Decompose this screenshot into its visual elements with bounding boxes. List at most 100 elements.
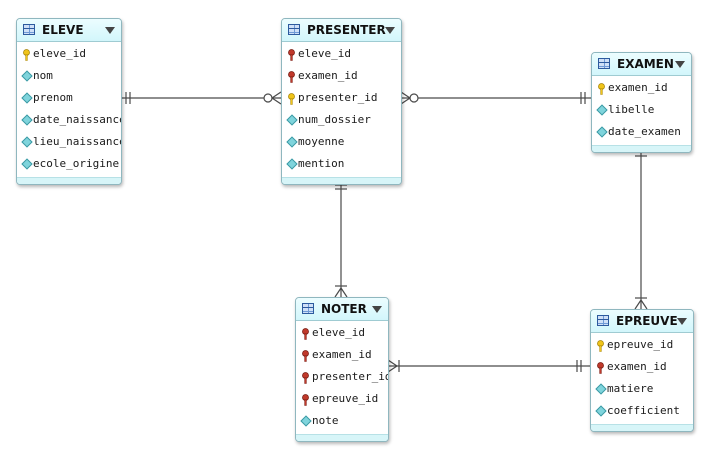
primary-key-icon bbox=[597, 83, 606, 95]
column-name: epreuve_id bbox=[607, 338, 674, 351]
column-icon bbox=[21, 136, 33, 148]
column-name: epreuve_id bbox=[312, 392, 379, 405]
column-icon bbox=[596, 126, 608, 138]
collapse-arrow-icon[interactable] bbox=[105, 27, 115, 34]
table-name: NOTER bbox=[321, 302, 367, 316]
foreign-key-icon bbox=[301, 350, 310, 362]
collapse-arrow-icon[interactable] bbox=[385, 27, 395, 34]
link-examen-epreuve[interactable] bbox=[634, 147, 648, 310]
column-row[interactable]: matiere bbox=[591, 378, 693, 400]
column-row[interactable]: presenter_id bbox=[282, 87, 401, 109]
collapse-arrow-icon[interactable] bbox=[677, 318, 687, 325]
column-row[interactable]: examen_id bbox=[591, 356, 693, 378]
column-name: coefficient bbox=[607, 404, 680, 417]
column-name: lieu_naissance bbox=[33, 135, 122, 148]
column-row[interactable]: date_examen bbox=[592, 121, 691, 143]
column-row[interactable]: ecole_origine bbox=[17, 153, 121, 175]
table-name: EPREUVE bbox=[616, 314, 678, 328]
table-footer bbox=[592, 145, 691, 152]
foreign-key-icon bbox=[596, 362, 605, 374]
column-icon bbox=[596, 104, 608, 116]
table-icon bbox=[302, 303, 314, 314]
foreign-key-icon bbox=[287, 71, 296, 83]
link-epreuve-noter[interactable] bbox=[387, 359, 590, 373]
column-icon bbox=[21, 158, 33, 170]
column-icon bbox=[286, 114, 298, 126]
table-header[interactable]: PRESENTER bbox=[282, 19, 401, 42]
table-footer bbox=[591, 424, 693, 431]
column-name: matiere bbox=[607, 382, 654, 395]
column-name: examen_id bbox=[298, 69, 358, 82]
table-icon bbox=[288, 24, 300, 35]
link-presenter-noter[interactable] bbox=[334, 180, 348, 298]
column-icon bbox=[286, 158, 298, 170]
column-row[interactable]: lieu_naissance bbox=[17, 131, 121, 153]
column-row[interactable]: eleve_id bbox=[17, 43, 121, 65]
table-header[interactable]: ELEVE bbox=[17, 19, 121, 42]
column-icon bbox=[286, 136, 298, 148]
column-row[interactable]: libelle bbox=[592, 99, 691, 121]
column-icon bbox=[21, 114, 33, 126]
table-header[interactable]: NOTER bbox=[296, 298, 388, 321]
table-footer bbox=[282, 177, 401, 184]
column-row[interactable]: prenom bbox=[17, 87, 121, 109]
column-row[interactable]: num_dossier bbox=[282, 109, 401, 131]
link-examen-presenter[interactable] bbox=[400, 91, 591, 105]
column-icon bbox=[595, 405, 607, 417]
column-row[interactable]: nom bbox=[17, 65, 121, 87]
primary-key-icon bbox=[596, 340, 605, 352]
column-row[interactable]: eleve_id bbox=[282, 43, 401, 65]
column-name: examen_id bbox=[312, 348, 372, 361]
column-row[interactable]: eleve_id bbox=[296, 322, 388, 344]
column-name: eleve_id bbox=[312, 326, 365, 339]
link-eleve-presenter[interactable] bbox=[121, 91, 282, 105]
collapse-arrow-icon[interactable] bbox=[372, 306, 382, 313]
column-name: examen_id bbox=[608, 81, 668, 94]
column-name: eleve_id bbox=[33, 47, 86, 60]
column-name: note bbox=[312, 414, 339, 427]
primary-key-icon bbox=[287, 93, 296, 105]
column-name: moyenne bbox=[298, 135, 345, 148]
column-row[interactable]: date_naissance bbox=[17, 109, 121, 131]
foreign-key-icon bbox=[287, 49, 296, 61]
column-name: mention bbox=[298, 157, 345, 170]
column-name: date_examen bbox=[608, 125, 681, 138]
column-name: date_naissance bbox=[33, 113, 122, 126]
primary-key-icon bbox=[22, 49, 31, 61]
column-row[interactable]: coefficient bbox=[591, 400, 693, 422]
collapse-arrow-icon[interactable] bbox=[675, 61, 685, 68]
column-name: ecole_origine bbox=[33, 157, 120, 170]
table-name: PRESENTER bbox=[307, 23, 386, 37]
column-row[interactable]: presenter_id bbox=[296, 366, 388, 388]
foreign-key-icon bbox=[301, 328, 310, 340]
column-row[interactable]: moyenne bbox=[282, 131, 401, 153]
column-row[interactable]: epreuve_id bbox=[296, 388, 388, 410]
table-footer bbox=[296, 434, 388, 441]
column-icon bbox=[21, 70, 33, 82]
column-row[interactable]: examen_id bbox=[296, 344, 388, 366]
table-icon bbox=[23, 24, 35, 35]
column-row[interactable]: mention bbox=[282, 153, 401, 175]
table-icon bbox=[597, 315, 609, 326]
foreign-key-icon bbox=[301, 394, 310, 406]
column-icon bbox=[21, 92, 33, 104]
column-row[interactable]: note bbox=[296, 410, 388, 432]
column-icon bbox=[595, 383, 607, 395]
column-row[interactable]: epreuve_id bbox=[591, 334, 693, 356]
table-header[interactable]: EPREUVE bbox=[591, 310, 693, 333]
column-row[interactable]: examen_id bbox=[282, 65, 401, 87]
table-header[interactable]: EXAMEN bbox=[592, 53, 691, 76]
column-row[interactable]: examen_id bbox=[592, 77, 691, 99]
